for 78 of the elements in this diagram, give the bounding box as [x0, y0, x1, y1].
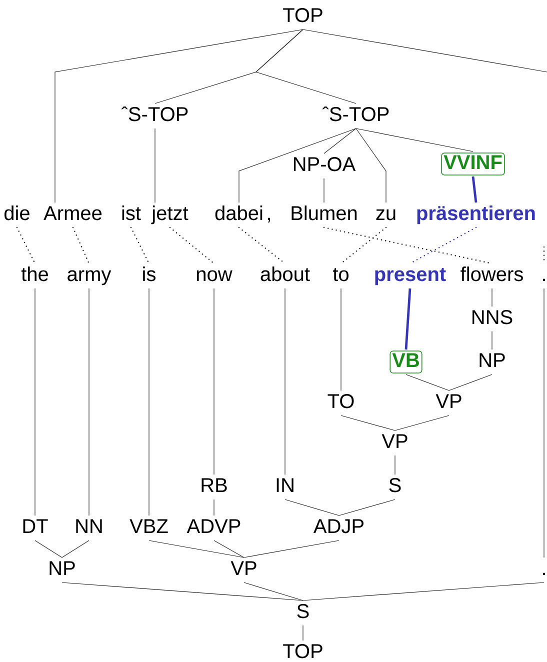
category-label: TOP: [283, 644, 322, 658]
tree-branch: [338, 499, 396, 516]
word: is: [143, 266, 156, 282]
word: zu: [376, 209, 396, 220]
category-label: VP: [382, 434, 408, 448]
category-label: NP: [50, 561, 75, 575]
highlighted-category-box: VB: [390, 350, 422, 374]
tree-branch: [356, 128, 474, 152]
category-label: TOP: [283, 8, 322, 22]
tree-branch: [148, 288, 150, 516]
alignment-line: [340, 226, 387, 264]
tree-branch: [88, 288, 90, 516]
tree-branch: [284, 499, 340, 516]
tree-branch: [302, 625, 304, 641]
category-label: NNS: [472, 310, 512, 324]
category-label: S: [297, 604, 309, 618]
tree-branch: [62, 582, 304, 601]
word: to: [332, 268, 348, 282]
word: jetzt: [151, 206, 188, 224]
word: ist: [122, 206, 141, 220]
tree-branch: [244, 540, 340, 558]
category-label: NN: [76, 519, 102, 533]
word: Blumen: [292, 206, 357, 220]
category-label: DT: [23, 519, 48, 533]
tree-branch: [284, 288, 286, 475]
word: .: [543, 278, 545, 281]
tree-branch: [154, 128, 156, 203]
alignment-line: [16, 226, 36, 264]
tree-branch: [448, 374, 492, 391]
tree-branch: [148, 540, 244, 558]
category-label: ADVP: [186, 519, 240, 533]
category-label: VP: [436, 394, 462, 408]
tree-branch: [340, 415, 396, 431]
tree-branch: [394, 415, 450, 431]
tree-branch: [244, 582, 304, 601]
word: the: [21, 266, 48, 282]
category-label: TO: [328, 394, 354, 408]
tree-branch: [356, 128, 386, 203]
highlighted-category-box: VVINF: [441, 152, 505, 176]
word: about: [260, 266, 310, 282]
tree-branch: [324, 128, 356, 154]
word: Armee: [44, 206, 102, 220]
category-label: NP: [480, 353, 505, 367]
category-label: IN: [276, 478, 294, 492]
tree-branch: [394, 455, 396, 475]
word: ,: [268, 218, 270, 223]
highlighted-word: present: [375, 268, 446, 286]
tree-branch: [62, 540, 90, 558]
alignment-line: [72, 226, 90, 264]
word: dabei: [215, 206, 262, 220]
word: flowers: [460, 266, 523, 282]
category-label: VP: [230, 561, 256, 575]
category-label: RB: [202, 478, 227, 492]
alignment-line: [169, 226, 215, 264]
tree-branch: [255, 29, 356, 104]
category-label: ADJP: [313, 519, 364, 534]
tree-branch: [406, 374, 450, 391]
word: army: [68, 270, 112, 286]
category-label: S: [389, 478, 401, 492]
word: now: [197, 270, 232, 282]
word: die: [4, 206, 30, 220]
tree-branch: [302, 29, 547, 72]
category-label: ˆS-TOP: [322, 106, 389, 122]
category-label: .: [543, 572, 545, 575]
alignment-line: [130, 226, 150, 264]
tree-branch: [54, 29, 304, 203]
tree-branch: [34, 540, 62, 558]
tree-branch: [238, 128, 356, 203]
category-label: ˆS-TOP: [121, 106, 188, 122]
tree-branch: [302, 582, 544, 601]
category-label: NP-OA: [294, 157, 356, 172]
tree-branch: [214, 540, 244, 558]
tree-branch: [472, 176, 478, 203]
highlighted-word: präsentieren: [417, 206, 535, 224]
tree-branch: [34, 288, 36, 516]
tree-branch: [404, 288, 412, 350]
tree-branch: [340, 288, 342, 391]
category-label: VBZ: [130, 519, 168, 533]
